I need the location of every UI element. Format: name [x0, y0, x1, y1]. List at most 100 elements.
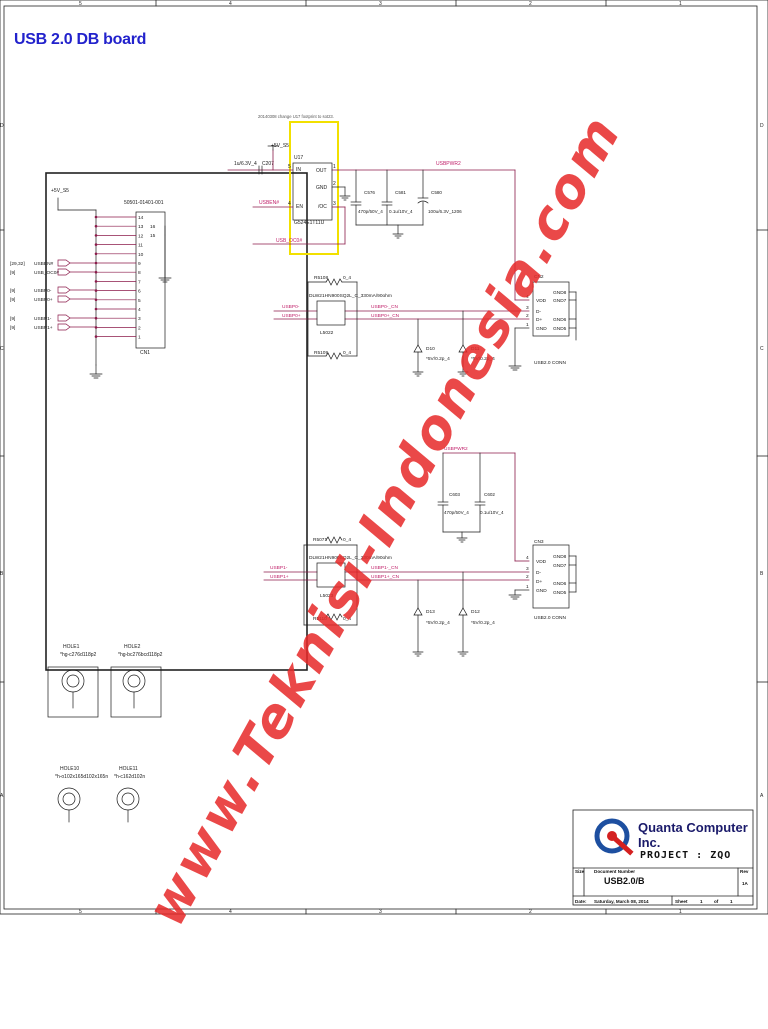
l5023-part: DLW21HN900SQ2L_C_330mA/90ohm: [309, 555, 392, 561]
l5022-ref: L5022: [320, 330, 334, 336]
d13-value: *5V/0.2p_4: [426, 620, 450, 626]
left-net-page: [9]: [10, 288, 15, 294]
cn3-gnd-pin: GND5: [553, 590, 567, 596]
u17-num-gnd: 2: [333, 181, 336, 187]
u17-out-net: USBPWR2: [436, 161, 461, 167]
cn1-junction: [94, 234, 98, 237]
u17-power-label: +5V_S5: [271, 143, 289, 149]
cn1-pin-number: 12: [138, 233, 144, 239]
off-page-connector: [57, 259, 71, 267]
frame-col-label: 3: [379, 1, 382, 7]
tb-date-label: Date:: [575, 899, 587, 904]
frame-col-label: 2: [529, 1, 532, 7]
cn1-junction: [94, 243, 98, 246]
tb-docnum-label: Document Number: [594, 869, 635, 874]
c602-ref: C602: [484, 492, 495, 497]
hole2-part: *hg-bc276bcd118p2: [118, 652, 163, 658]
port0-components: [307, 278, 577, 377]
cn2-gnd-pin: GND5: [553, 326, 567, 332]
page-title: USB 2.0 DB board: [14, 31, 147, 48]
r5071-ref: R5071: [313, 537, 327, 543]
cn2-pin-dp: D+: [536, 317, 542, 323]
l5023-ref: L5023: [320, 593, 334, 599]
port1-wiring: [263, 571, 530, 581]
u17-en-net: USBEN#: [259, 200, 279, 206]
u17-num-in: 5: [288, 164, 291, 170]
hole11-part: *h-c162d102n: [114, 774, 145, 780]
d10-ref: D10: [426, 346, 435, 352]
u17-ref: U17: [294, 155, 303, 161]
off-page-connector: [57, 286, 71, 294]
left-net-name: USBP0+: [34, 297, 53, 303]
cn1-part: 50501-01401-001: [124, 200, 164, 206]
port1-in-minus: USBP1-: [270, 565, 288, 571]
port0-out-minus: USBP0-_CN: [371, 304, 398, 310]
u17-oc-net: USB_OC0#: [276, 238, 302, 244]
tb-of-label: of: [714, 899, 719, 904]
title-block: [572, 809, 754, 906]
cn2-gnd-pin: GND6: [553, 317, 567, 323]
c581-ref: C581: [395, 190, 406, 195]
port1-pwr-net: USBPWR2: [444, 446, 468, 452]
cn3-ref: CN3: [534, 539, 544, 545]
tb-company: Quanta Computer Inc.: [638, 820, 748, 850]
cn1-pin-number: 14: [138, 215, 144, 221]
left-net-page: [9]: [10, 270, 15, 276]
frame-col-label: 4: [229, 1, 232, 7]
u17-num-en: 4: [288, 201, 291, 207]
frame-col-label: 5: [79, 909, 82, 915]
cn1-pin-number: 9: [138, 261, 141, 267]
r5110-value: 0_4: [343, 616, 351, 622]
left-net-name: USB_OC0#: [34, 270, 59, 276]
c602-value: 0.1u/10V_4: [480, 510, 504, 515]
frame-col-label: 3: [379, 909, 382, 915]
cn2-gnd-pin: GND8: [553, 290, 567, 296]
u17-part: G524E1T11U: [294, 220, 325, 226]
c603-value: 470p/50V_4: [444, 510, 469, 515]
cn1-pin-number: 11: [138, 243, 143, 249]
cn2-part: USB2.0 CONN: [534, 360, 567, 366]
cn3-num: 2: [526, 574, 529, 580]
cn1-pin-number: 3: [138, 316, 141, 322]
cn1-pin-number: 6: [138, 289, 141, 295]
frame-labels: 5 4 3 2 1 5 4 3 2 1 D C B A D C B A: [0, 1, 764, 915]
frame-row-label: C: [760, 346, 764, 352]
hole2-ref: HOLE2: [124, 644, 141, 650]
r5108-ref: R5108: [314, 275, 328, 281]
frame-col-label: 1: [679, 1, 682, 7]
cn1-pin-number: 7: [138, 279, 141, 285]
left-net-page: [29,32]: [10, 261, 25, 267]
cn1-junction: [94, 224, 98, 228]
cn3-pin-vdd: VDD: [536, 559, 547, 565]
port0-wiring: [273, 310, 530, 320]
cn1-pin-number: 10: [138, 252, 144, 258]
hole1-ref: HOLE1: [63, 644, 80, 650]
tb-rev-label: Rev: [740, 869, 749, 874]
cn2-pin-dm: D-: [536, 309, 541, 315]
cn1-pin-number: 2: [138, 325, 141, 331]
left-net-page: [9]: [10, 325, 15, 331]
d12-value: *5V/0.2p_4: [471, 620, 495, 626]
cn1-junction: [94, 326, 98, 329]
tb-sheet-label: Sheet: [675, 899, 688, 904]
cn3-pin-dm: D-: [536, 570, 541, 576]
port1-out-plus: USBP1+_CN: [371, 574, 400, 580]
frame-row-label: B: [0, 571, 4, 577]
left-net-page: [9]: [10, 297, 15, 303]
r5109-value: 0_4: [343, 350, 351, 356]
d12-ref: D12: [471, 609, 480, 615]
d10-value: *5V/0.2p_4: [426, 356, 450, 362]
d11-value: *5V/0.2p_4: [471, 356, 495, 362]
c580-value: 100u/6.3V_1206: [428, 209, 462, 214]
cn1-ref: CN1: [140, 350, 150, 356]
cn2-num: 4: [526, 294, 529, 300]
frame-col-label: 4: [229, 909, 232, 915]
c580-ref: C580: [431, 190, 442, 195]
port1-in-plus: USBP1+: [270, 574, 289, 580]
cn2-gnd-pin: GND7: [553, 298, 567, 304]
u17-switch: [292, 162, 333, 221]
top-caps: [350, 169, 429, 239]
left-net-name: USBEN#: [34, 261, 54, 267]
